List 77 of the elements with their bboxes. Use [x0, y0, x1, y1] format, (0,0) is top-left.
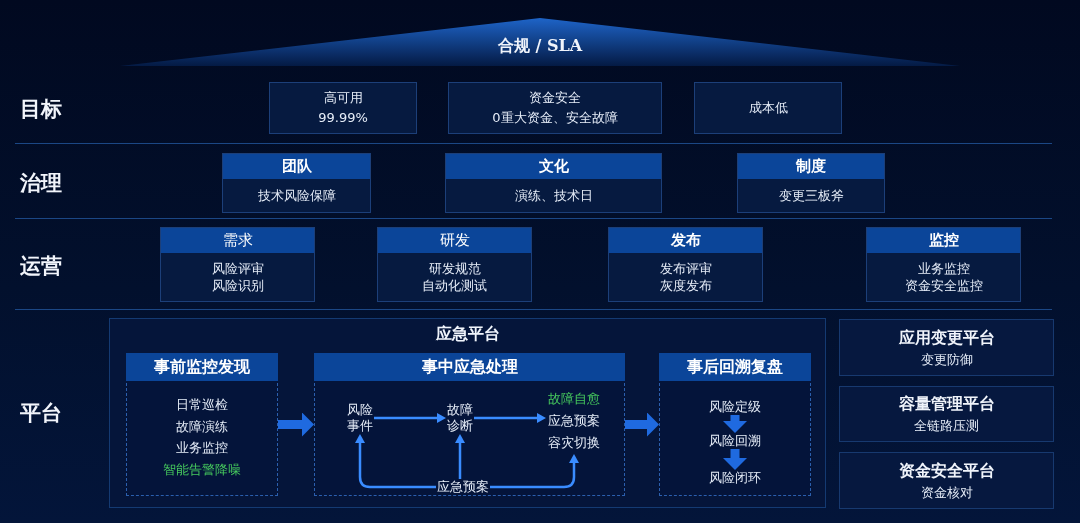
platform-card: [839, 386, 1054, 442]
card-header: 监控: [867, 228, 1020, 253]
card-text: 全链路压测: [914, 417, 979, 435]
step-label: 风险闭环: [707, 470, 763, 486]
card: [377, 227, 532, 302]
arrow: [455, 434, 465, 479]
card-text: 变更防御: [920, 350, 973, 369]
block-arrow: [625, 412, 659, 437]
card-text: 演练、技术日: [514, 187, 593, 204]
platform-panel: [109, 318, 826, 508]
card-header: 需求: [161, 228, 314, 253]
card-header: 事前监控发现: [126, 353, 278, 381]
card: [608, 227, 763, 302]
row-label: 治理: [20, 169, 62, 197]
card-text: 资金核对: [920, 483, 973, 502]
arrow: [374, 413, 446, 423]
card-title: 应用变更平台: [898, 326, 995, 349]
platform-card: [839, 452, 1054, 509]
card-text: 自动化测试: [422, 277, 487, 294]
platform-card: [839, 319, 1054, 376]
card-text: 变更三板斧: [778, 187, 844, 204]
card-text: 业务监控: [917, 260, 970, 277]
card-header: 发布: [609, 228, 762, 253]
card-header: 事中应急处理: [314, 353, 625, 381]
block-arrow: [723, 415, 747, 433]
step-label: 风险定级: [707, 399, 763, 415]
list-item: 智能告警降噪: [163, 460, 241, 479]
row-label: 运营: [20, 252, 62, 280]
row-label: 目标: [20, 95, 62, 123]
card-text: 99.99%: [318, 109, 368, 127]
card-text: 资金安全监控: [904, 277, 983, 294]
goal-card: [269, 82, 417, 134]
card-text: 灰度发布: [659, 277, 712, 294]
step-label: 故障诊断: [446, 402, 474, 434]
card-text: 高可用: [323, 89, 363, 107]
step-label: 故障自愈: [547, 390, 601, 408]
card-title: 容量管理平台: [898, 393, 995, 415]
card: [445, 153, 662, 213]
card: [222, 153, 371, 213]
card-header: 制度: [738, 154, 884, 179]
card: [737, 153, 885, 213]
step-label: 容灾切换: [547, 434, 601, 452]
block-arrow: [723, 449, 747, 470]
card: [160, 227, 315, 302]
step-label: 应急预案: [547, 412, 601, 430]
arrow: [355, 434, 436, 489]
stage-card: [659, 353, 811, 496]
block-arrow: [278, 412, 314, 437]
step-label: 风险回溯: [707, 433, 763, 449]
card-text: 0重大资金、安全故障: [492, 109, 618, 127]
card-header: 事后回溯复盘: [659, 353, 811, 381]
goal-card: [448, 82, 662, 134]
banner-title: 合规 / SLA: [496, 35, 584, 57]
card-text: 资金安全: [529, 89, 581, 107]
arrow: [490, 454, 579, 489]
card-header: 研发: [378, 228, 531, 253]
step-label: 风险事件: [346, 402, 374, 434]
stage-card: [126, 353, 278, 496]
card-text: 技术风险保障: [257, 187, 336, 204]
list-item: 故障演练: [176, 417, 228, 436]
list-item: 日常巡检: [176, 396, 228, 414]
row-label: 平台: [20, 399, 62, 427]
stage-card: [314, 353, 625, 496]
card-header: 文化: [446, 154, 661, 179]
goal-card: [694, 82, 842, 134]
list-item: 业务监控: [176, 439, 228, 457]
step-label: 应急预案: [436, 479, 490, 495]
card: [866, 227, 1021, 302]
card-text: 风险评审: [211, 260, 264, 277]
card-header: 团队: [223, 154, 370, 179]
card-title: 资金安全平台: [898, 459, 995, 482]
card-text: 研发规范: [428, 260, 481, 277]
card-text: 风险识别: [211, 277, 264, 294]
card-text: 成本低: [748, 99, 788, 117]
card-text: 发布评审: [659, 260, 712, 277]
panel-title: 应急平台: [434, 323, 501, 345]
arrow: [474, 413, 546, 423]
